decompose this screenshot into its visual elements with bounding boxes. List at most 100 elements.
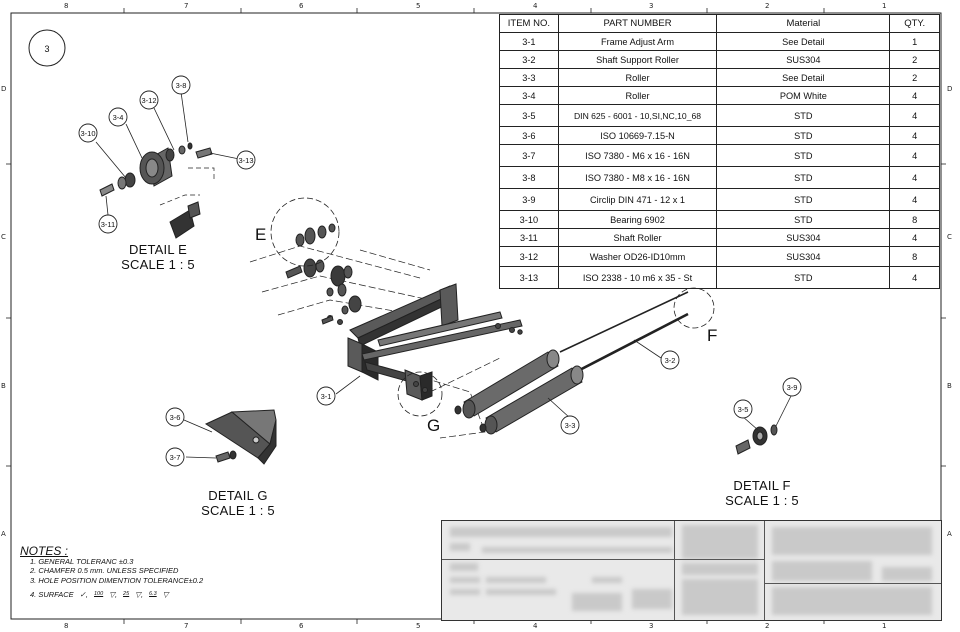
- zone-top-3: 3: [649, 2, 654, 10]
- bom-header-qty: QTY.: [889, 14, 940, 33]
- detail-g-scale: SCALE 1 : 5: [201, 503, 275, 518]
- balloon-3-4: 3-4: [113, 113, 124, 122]
- bom-cell: 3-3: [499, 68, 559, 87]
- bom-cell: 3-5: [499, 104, 559, 127]
- zone-ticks: [6, 8, 946, 624]
- balloon-3-2: 3-2: [665, 356, 676, 365]
- bom-cell: 3-9: [499, 188, 559, 211]
- zone-top-8: 8: [64, 2, 69, 10]
- bom-cell: 4: [889, 104, 940, 127]
- detail-e-marker: E: [255, 225, 267, 244]
- bom-cell: STD: [716, 144, 891, 167]
- bom-cell: 4: [889, 228, 940, 247]
- rollers: [454, 349, 584, 435]
- bom-header-row: ITEM NO. PART NUMBER Material QTY.: [499, 14, 940, 33]
- detail-g-marker: G: [427, 416, 441, 435]
- bom-cell: STD: [716, 210, 891, 229]
- bom-header-item: ITEM NO.: [499, 14, 559, 33]
- exploded-parts-e: [285, 223, 362, 325]
- detail-f-scale: SCALE 1 : 5: [725, 493, 799, 508]
- note-1: 1. GENERAL TOLERANC ±0.3: [30, 556, 134, 566]
- detail-f-label: DETAIL F SCALE 1 : 5: [714, 478, 810, 508]
- bom-cell: Shaft Support Roller: [557, 50, 718, 69]
- zone-right-c: C: [947, 233, 952, 241]
- detail-e-view: [95, 91, 245, 239]
- frame-adjust-arm: [347, 283, 523, 401]
- bom-cell: 3-1: [499, 32, 559, 51]
- surface-mark-100: 100: [94, 591, 104, 597]
- detail-g-title: DETAIL G: [208, 488, 268, 503]
- bom-cell: 3-6: [499, 126, 559, 145]
- bom-cell: 8: [889, 246, 940, 267]
- detail-g-label: DETAIL G SCALE 1 : 5: [190, 488, 286, 518]
- bom-cell: 8: [889, 210, 940, 229]
- balloon-3-13: 3-13: [238, 156, 253, 165]
- view-number-balloon: [28, 29, 66, 67]
- bom-cell: ISO 7380 - M6 x 16 - 16N: [557, 144, 718, 167]
- bom-cell: Circlip DIN 471 - 12 x 1: [557, 188, 718, 211]
- bom-cell: STD: [716, 266, 891, 289]
- bom-header-part: PART NUMBER: [557, 14, 718, 33]
- notes-title: NOTES :: [20, 544, 69, 558]
- zone-bottom-2: 2: [765, 622, 770, 630]
- bom-cell: Roller: [557, 68, 718, 87]
- zone-bottom-8: 8: [64, 622, 69, 630]
- bom-cell: 3-8: [499, 166, 559, 189]
- bom-cell: ISO 7380 - M8 x 16 - 16N: [557, 166, 718, 189]
- zone-top-1: 1: [882, 2, 887, 10]
- surface-mark-25: 25: [123, 591, 130, 597]
- bom-cell: STD: [716, 166, 891, 189]
- zone-top-4: 4: [533, 2, 538, 10]
- bom-cell: Washer OD26-ID10mm: [557, 246, 718, 267]
- balloon-3-9: 3-9: [787, 383, 798, 392]
- view-number-text: 3: [44, 44, 49, 54]
- title-block-blurred: [441, 520, 942, 621]
- bom-cell: Frame Adjust Arm: [557, 32, 718, 51]
- bom-cell: 3-7: [499, 144, 559, 167]
- balloon-3-8: 3-8: [176, 81, 187, 90]
- zone-top-6: 6: [299, 2, 304, 10]
- bom-cell: 3-2: [499, 50, 559, 69]
- bom-cell: 2: [889, 50, 940, 69]
- detail-e-scale: SCALE 1 : 5: [121, 257, 195, 272]
- note-2: 2. CHAMFER 0.5 mm. UNLESS SPECIFIED: [30, 566, 179, 575]
- balloon-3-1: 3-1: [321, 392, 332, 401]
- note-4-label: 4. SURFACE: [30, 590, 74, 599]
- zone-left-b: B: [1, 382, 6, 390]
- zone-right-a: A: [947, 530, 952, 538]
- detail-g-view: [183, 409, 277, 465]
- zone-right-b: B: [947, 382, 952, 390]
- zone-top-2: 2: [765, 2, 770, 10]
- bom-header-material: Material: [716, 14, 891, 33]
- bom-cell: See Detail: [716, 32, 891, 51]
- bom-cell: See Detail: [716, 68, 891, 87]
- zone-bottom-3: 3: [649, 622, 654, 630]
- zone-bottom-4: 4: [533, 622, 538, 630]
- bom-cell: 4: [889, 166, 940, 189]
- detail-f-title: DETAIL F: [733, 478, 791, 493]
- balloon-circles: [78, 75, 802, 467]
- detail-e-title: DETAIL E: [129, 242, 187, 257]
- bom-cell: POM White: [716, 86, 891, 105]
- bom-cell: 4: [889, 86, 940, 105]
- note-4: 4. SURFACE ✓, 100▽, 25▽, 6.3▽: [30, 590, 169, 599]
- bom-cell: DIN 625 - 6001 - 10,SI,NC,10_68: [557, 104, 718, 127]
- detail-f-view: [735, 393, 793, 455]
- balloon-3-7: 3-7: [170, 453, 181, 462]
- bom-cell: Shaft Roller: [557, 228, 718, 247]
- zone-bottom-5: 5: [416, 622, 421, 630]
- zone-top-5: 5: [416, 2, 421, 10]
- leaders-main: [335, 339, 662, 419]
- bom-cell: 4: [889, 144, 940, 167]
- balloon-3-6: 3-6: [170, 413, 181, 422]
- zone-left-d: D: [1, 85, 7, 93]
